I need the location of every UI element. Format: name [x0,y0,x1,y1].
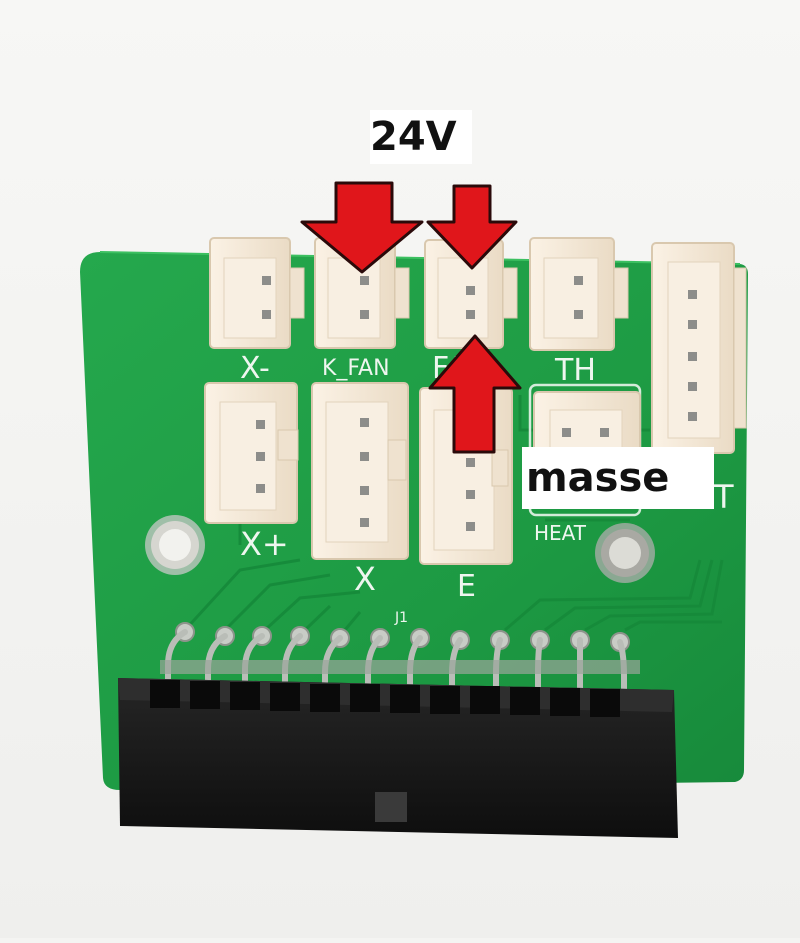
silk-t: T [713,478,734,516]
connector-th [529,237,629,351]
silk-e: E [457,569,476,604]
silk-heat: HEAT [534,521,587,545]
silk-x-minus: X- [240,351,270,386]
connector-x [311,382,409,560]
silk-th: TH [554,353,596,388]
connector-x-plus [204,382,299,524]
voltage-annotation-label: 24V [370,110,472,164]
black-pin-header [118,678,678,838]
connector-fan [424,239,518,349]
mounting-hole-right [595,523,655,583]
silk-j1: J1 [394,610,408,626]
connector-tall-right [651,242,747,454]
silk-x-plus: X+ [240,525,289,563]
ground-annotation-label: masse [522,447,714,509]
arrow-up-icon [428,334,522,454]
arrow-down-icon [426,184,518,270]
connector-x-minus [209,237,305,349]
arrow-down-icon [300,181,424,274]
silk-k-fan: K_FAN [322,356,390,381]
mounting-hole-left [145,515,205,575]
silk-x: X [354,560,376,598]
